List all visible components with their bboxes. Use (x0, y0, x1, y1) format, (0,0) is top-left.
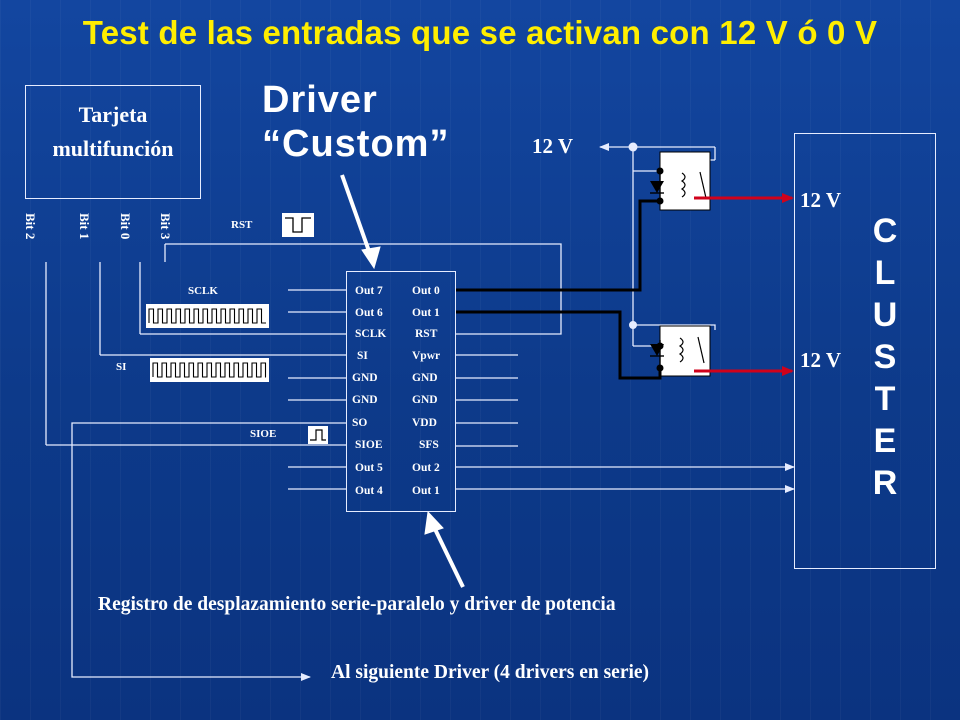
page-title: Test de las entradas que se activan con … (82, 14, 878, 51)
chip-left-pin: SIOE (355, 439, 383, 451)
chip-right-pin: Out 0 (412, 285, 440, 297)
cluster-letter: E (873, 422, 897, 460)
si-signal-label: SI (116, 361, 127, 373)
bit1-label: Bit 1 (77, 213, 92, 240)
multifunction-card: Tarjeta multifunción (25, 85, 201, 199)
cluster-letter: R (872, 464, 898, 502)
chip-right-pin: GND (412, 372, 438, 384)
chip-left-pin: Out 7 (355, 285, 383, 297)
cluster-letter: C (872, 212, 898, 250)
si-waveform (152, 362, 267, 378)
out1-relay2-wire (456, 310, 662, 380)
chip-right-pin: Vpwr (412, 350, 441, 362)
rst-waveform-box (282, 213, 314, 237)
chip-right-pin: SFS (419, 439, 439, 451)
driver-pointer-line (340, 174, 372, 255)
chip-right-pin: RST (415, 328, 438, 340)
chip-right-pin: Out 2 (412, 462, 440, 474)
chip-right-pin: Out 1 (412, 485, 440, 497)
card-line2: multifunción (52, 136, 174, 161)
register-pointer-line (432, 526, 465, 588)
bit2-label: Bit 2 (23, 213, 38, 240)
driver-label-line1: Driver (262, 79, 378, 121)
driver-pointer-head (361, 246, 381, 270)
card-line1: Tarjeta (78, 102, 148, 127)
driver-custom-label: Driver “Custom” (262, 78, 449, 166)
chip-right-pin: VDD (412, 417, 437, 429)
chip-left-pin: GND (352, 394, 378, 406)
relay-1 (650, 151, 711, 211)
cluster-box (794, 133, 936, 569)
chip-right-pin: Out 1 (412, 307, 440, 319)
chip-left-pin: Out 6 (355, 307, 383, 319)
rst-signal-label: RST (231, 219, 253, 231)
cluster-letter: T (874, 380, 896, 418)
chip-left-pin: GND (352, 372, 378, 384)
shift-register-chip (346, 271, 456, 512)
bit3-label: Bit 3 (158, 213, 173, 240)
register-caption: Registro de desplazamiento serie-paralel… (98, 594, 616, 615)
supply-12v-label: 12 V (532, 134, 574, 158)
chip-left-pin: SCLK (355, 328, 387, 340)
sioe-waveform (310, 429, 326, 441)
out0-relay1-wire (456, 199, 660, 292)
driver-label-line2: “Custom” (262, 123, 450, 165)
chip-right-pin: GND (412, 394, 438, 406)
chip-left-pin: Out 5 (355, 462, 383, 474)
bit0-label: Bit 0 (118, 213, 133, 240)
relay-2 (650, 325, 711, 377)
rst-waveform (285, 217, 311, 233)
sclk-waveform (148, 308, 266, 324)
chip-left-pin: SO (352, 417, 368, 429)
cluster-letter: S (873, 338, 897, 376)
chip-left-pin: Out 4 (355, 485, 383, 497)
so-next-driver-wire (71, 422, 346, 681)
sioe-waveform-box (308, 426, 328, 444)
register-pointer-head (424, 510, 444, 535)
si-waveform-box (150, 358, 269, 382)
sioe-signal-label: SIOE (250, 428, 277, 440)
cluster-letter: U (872, 296, 898, 334)
relay2-12v-label: 12 V (800, 348, 842, 372)
cluster-letter: L (874, 254, 896, 292)
next-driver-caption: Al siguiente Driver (4 drivers en serie) (331, 662, 650, 683)
relay1-12v-label: 12 V (800, 188, 842, 212)
sclk-signal-label: SCLK (188, 285, 218, 297)
chip-left-pin: SI (357, 350, 368, 362)
